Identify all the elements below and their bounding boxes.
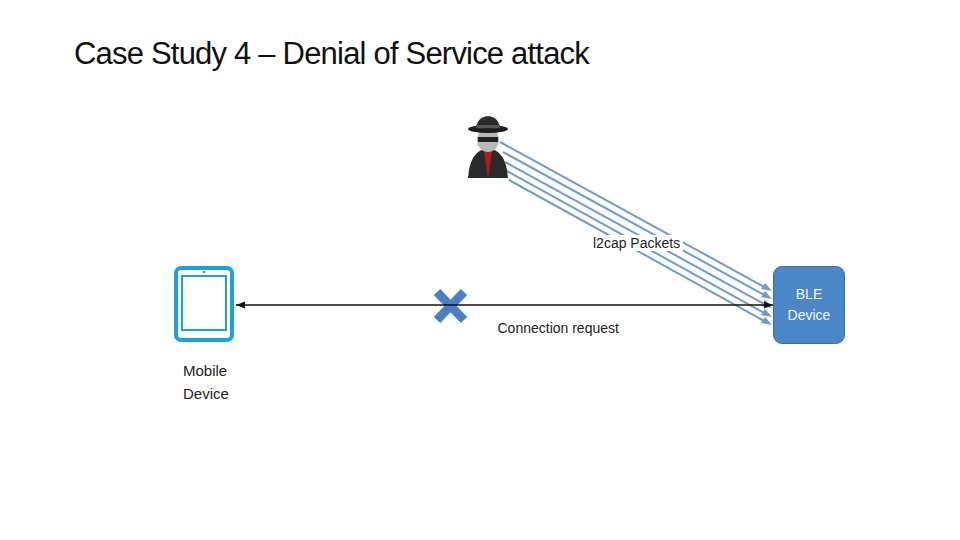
diagram-title: Case Study 4 – Denial of Service attack [74, 36, 589, 72]
edge-label: Connection request [497, 320, 618, 336]
packet-arrowheads [761, 283, 772, 325]
tablet-icon [176, 268, 232, 340]
node-text: Mobile Device [183, 359, 239, 405]
connection-arrow [236, 304, 773, 305]
node-text: BLE Device [783, 284, 835, 326]
attacker-icon [468, 116, 508, 178]
mobile-device: Mobile Device [172, 264, 236, 409]
ble-device-box: BLE Device [773, 266, 845, 344]
packet-lines [500, 142, 768, 323]
blocked-mark [437, 292, 464, 320]
packet-label: l2cap Packets [590, 235, 683, 251]
